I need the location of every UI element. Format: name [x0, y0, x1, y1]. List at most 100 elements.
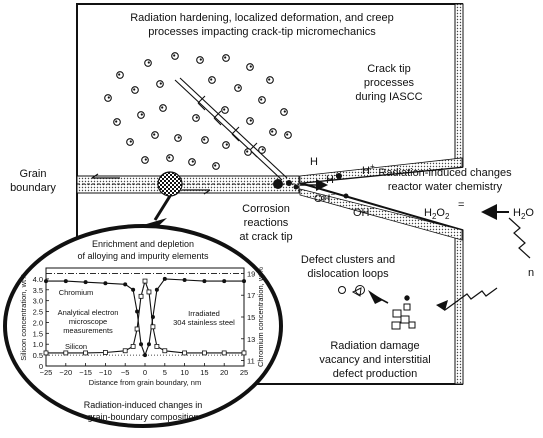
point-defect-core-icon: [107, 96, 110, 99]
x-tick-label: 0: [143, 368, 147, 377]
dislocation-loop-icon: [351, 287, 362, 297]
damage-label-line2: vacancy and interstitial: [319, 354, 430, 366]
point-chromium: [123, 282, 128, 287]
point-defect-core-icon: [153, 133, 156, 136]
point-chromium: [154, 287, 159, 292]
y-right-tick-label: 11: [247, 357, 255, 366]
radiation-wave-icon: [508, 217, 531, 259]
h2o-label: H2O: [513, 207, 534, 221]
x-tick-label: 5: [163, 368, 167, 377]
point-defect-core-icon: [224, 56, 227, 59]
annotation-silicon: Silicon: [65, 342, 87, 351]
point-defect-core-icon: [223, 108, 226, 111]
oh-label-1: OH−: [314, 190, 336, 205]
point-chromium: [162, 276, 167, 281]
corrosion-label-line2: reactions: [244, 217, 289, 229]
point-silicon: [83, 350, 88, 356]
point-defect-core-icon: [147, 61, 150, 64]
x-tick-label: −10: [99, 368, 112, 377]
y-right-tick-label: 13: [247, 335, 255, 344]
point-defect-core-icon: [161, 106, 164, 109]
x-tick-label: −20: [59, 368, 72, 377]
h-plus-2-label: H+: [362, 162, 375, 177]
crack-tip-label-line3: during IASCC: [355, 91, 422, 103]
y-left-tick-label: 0: [39, 362, 43, 371]
x-tick-label: 20: [220, 368, 228, 377]
point-chromium: [131, 287, 136, 292]
point-silicon: [146, 289, 152, 295]
point-silicon: [130, 343, 136, 349]
oh-label-2: OH−: [353, 204, 375, 219]
point-defect-core-icon: [129, 140, 132, 143]
point-silicon: [201, 350, 207, 356]
annotation-analytical3: measurements: [63, 326, 113, 335]
h-plus-label: H+: [326, 171, 339, 186]
y-right-tick-label: 15: [247, 313, 255, 322]
point-defect-core-icon: [168, 156, 171, 159]
x-axis-label: Distance from grain boundary, nm: [89, 378, 201, 387]
x-tick-label: −25: [40, 368, 53, 377]
point-defect-core-icon: [177, 136, 180, 139]
point-defect-core-icon: [195, 116, 198, 119]
point-defect-core-icon: [268, 78, 271, 81]
point-silicon: [241, 350, 247, 356]
grain-boundary-band: [76, 171, 300, 197]
y-right-tick-label: 17: [247, 291, 255, 300]
point-defect-core-icon: [214, 164, 217, 167]
point-silicon: [103, 350, 108, 355]
neutron-label: n: [528, 267, 534, 279]
water-label-line1: Radiation-induced changes: [378, 167, 512, 179]
point-silicon: [122, 348, 128, 354]
point-defect-core-icon: [140, 113, 143, 116]
point-chromium: [83, 280, 88, 285]
point-defect-core-icon: [271, 130, 274, 133]
point-chromium: [139, 342, 144, 347]
inset-title-line1: Enrichment and depletion: [92, 239, 194, 249]
point-defect-core-icon: [225, 143, 228, 146]
point-chromium: [146, 342, 151, 347]
y-left-tick-label: 3.0: [33, 297, 43, 306]
point-chromium: [135, 309, 140, 314]
corrosion-label-line3: at crack tip: [239, 231, 292, 243]
point-silicon: [43, 350, 49, 356]
zoom-arrow-icon: [153, 195, 172, 221]
inset-title-line2: of alloying and impurity elements: [77, 251, 209, 261]
defect-cloud: [104, 52, 292, 170]
crack-tip-label-line2: processes: [364, 77, 415, 89]
y-left-tick-label: 0.5: [33, 351, 43, 360]
crack-tip-label-line1: Crack tip: [367, 63, 410, 75]
water-label-line2: reactor water chemistry: [388, 181, 503, 193]
gb-comp-label-line2: grain-boundary composition: [87, 412, 198, 422]
damage-label-line1: Radiation damage: [330, 340, 419, 352]
dislocation-icon: [231, 126, 240, 142]
y-left-tick-label: 1.5: [33, 329, 43, 338]
point-defect-core-icon: [144, 158, 147, 161]
y-right-tick-label: 19: [247, 269, 255, 278]
equals-label: =: [458, 199, 464, 211]
point-defect-core-icon: [246, 150, 249, 153]
point-defect-core-icon: [260, 98, 263, 101]
corrosion-label-line1: Corrosion: [242, 203, 290, 215]
neutron-path-icon: [444, 287, 498, 311]
h-label: H: [310, 156, 318, 168]
point-defect-core-icon: [210, 78, 213, 81]
point-chromium: [44, 279, 48, 284]
point-defect-core-icon: [283, 110, 286, 113]
point-silicon: [162, 348, 168, 354]
point-chromium: [242, 279, 246, 284]
y-left-tick-label: 1.0: [33, 340, 43, 349]
point-defect-core-icon: [249, 65, 252, 68]
cascade-cluster: [391, 295, 416, 330]
point-defect-core-icon: [133, 88, 136, 91]
point-defect-core-icon: [191, 160, 194, 163]
gb-comp-label-line1: Radiation-induced changes in: [84, 400, 203, 410]
point-defect-core-icon: [118, 73, 121, 76]
damage-label-line3: defect production: [333, 368, 417, 380]
grain-boundary-magnifier: [157, 171, 183, 197]
x-tick-label: −5: [121, 368, 130, 377]
slip-band: [174, 77, 288, 181]
annotation-irradiated1: Irradiated: [188, 309, 220, 318]
point-defect-core-icon: [173, 54, 176, 57]
